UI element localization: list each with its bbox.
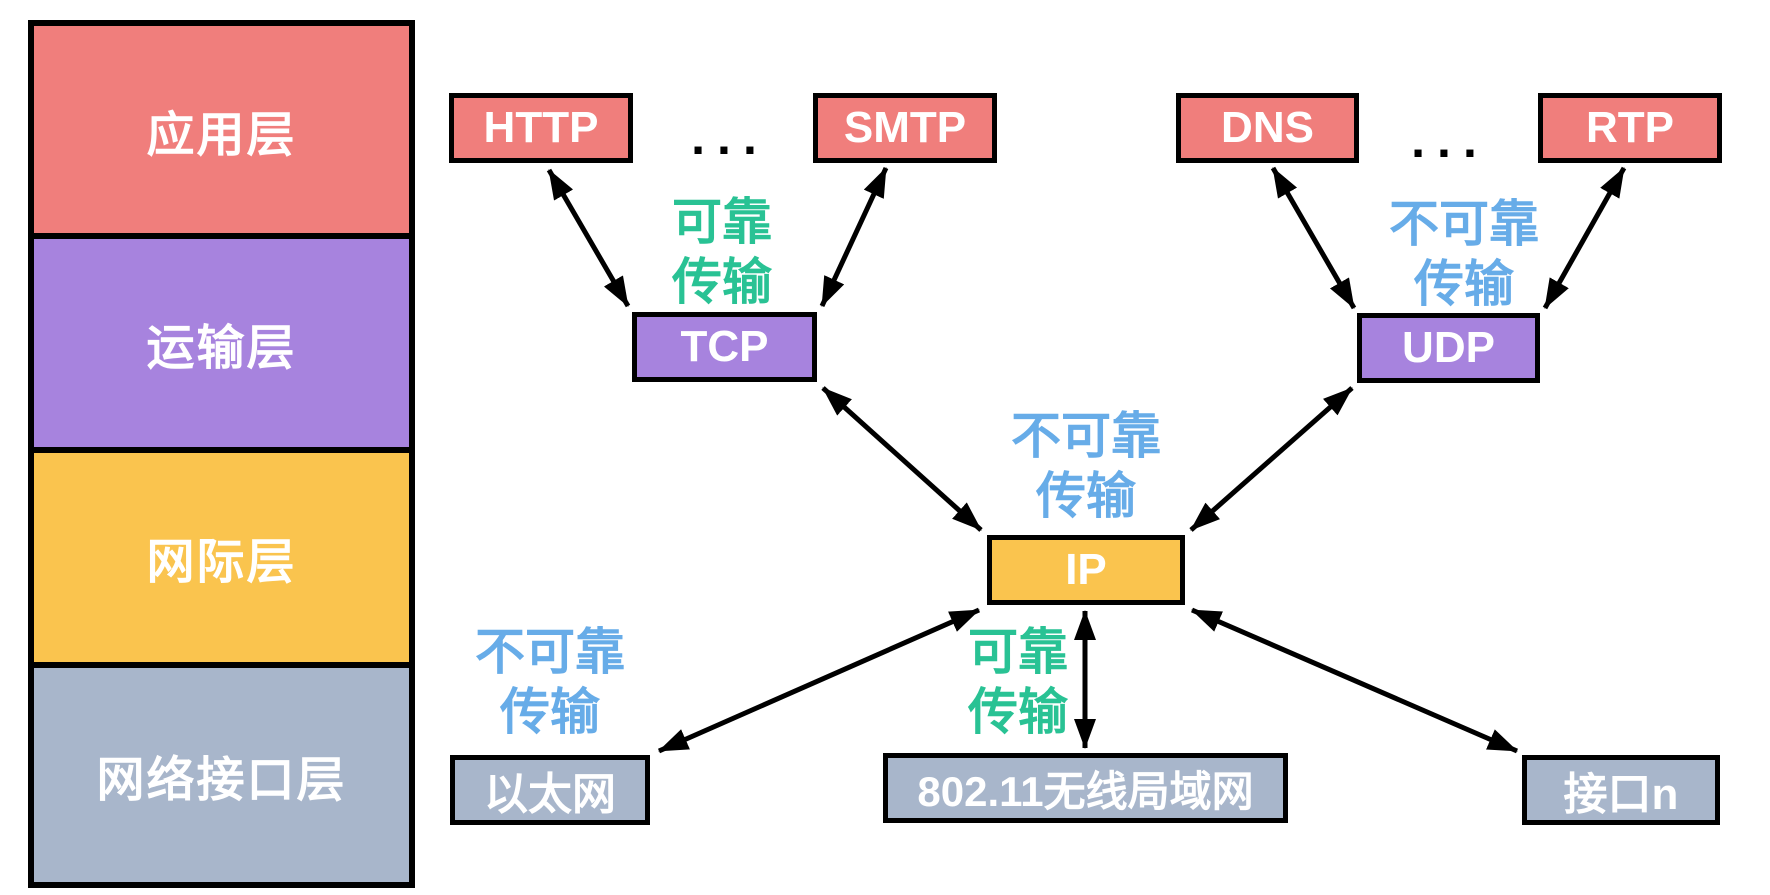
udp-box-label: UDP	[1402, 323, 1495, 372]
layer-transport: 运输层	[34, 239, 409, 447]
arrow-dns-udp	[1270, 166, 1357, 310]
annotation-unreliable-middle: 不可靠 传输	[956, 406, 1216, 526]
rtp-box: RTP	[1538, 93, 1722, 163]
dns-box-label: DNS	[1221, 103, 1314, 152]
annotation-line: 传输	[1414, 256, 1514, 312]
arrow-tcp-ip	[821, 386, 983, 532]
arrow-ip-ethernet	[657, 607, 981, 754]
arrow-udp-ip	[1189, 386, 1354, 532]
layer-network-interface-label: 网络接口层	[96, 753, 347, 807]
annotation-line: 传输	[1036, 468, 1136, 524]
http-box-label: HTTP	[483, 103, 599, 152]
interface-n-box: 接口n	[1522, 755, 1720, 825]
wlan-box: 802.11无线局域网	[883, 753, 1288, 823]
ellipsis-right: ...	[1411, 112, 1489, 168]
annotation-line: 传输	[968, 684, 1068, 740]
smtp-box: SMTP	[813, 93, 997, 163]
annotation-reliable-bottom: 可靠 传输	[888, 622, 1148, 742]
udp-box: UDP	[1357, 313, 1540, 383]
http-box: HTTP	[449, 93, 633, 163]
annotation-line: 传输	[672, 254, 772, 310]
annotation-unreliable-bottom-left: 不可靠 传输	[420, 622, 680, 742]
annotation-unreliable-top-right: 不可靠 传输	[1334, 194, 1594, 314]
ethernet-box: 以太网	[450, 755, 650, 825]
layer-application-label: 应用层	[146, 108, 297, 162]
protocol-layer-stack: 应用层 运输层 网际层 网络接口层	[28, 20, 415, 888]
layer-network-interface: 网络接口层	[34, 667, 409, 882]
tcp-box: TCP	[632, 312, 817, 382]
annotation-line: 不可靠	[1011, 408, 1161, 464]
annotation-line: 不可靠	[475, 624, 625, 680]
rtp-box-label: RTP	[1586, 103, 1674, 152]
ip-box: IP	[987, 535, 1185, 605]
tcp-box-label: TCP	[680, 322, 769, 371]
arrow-ip-interface-n	[1191, 607, 1518, 754]
annotation-line: 可靠	[968, 624, 1068, 680]
layer-internet-label: 网际层	[146, 536, 297, 590]
ellipsis-left: ...	[691, 109, 769, 165]
annotation-line: 传输	[500, 684, 600, 740]
arrow-http-tcp	[546, 168, 631, 308]
dns-box: DNS	[1176, 93, 1359, 163]
layer-internet: 网际层	[34, 452, 409, 662]
annotation-line: 不可靠	[1389, 196, 1539, 252]
wlan-box-label: 802.11无线局域网	[917, 767, 1254, 815]
layer-application: 应用层	[34, 26, 409, 234]
layer-transport-label: 运输层	[146, 321, 297, 375]
ip-box-label: IP	[1065, 545, 1107, 594]
arrow-smtp-tcp	[819, 166, 889, 308]
arrow-rtp-udp	[1542, 166, 1627, 310]
annotation-reliable-top: 可靠 传输	[592, 192, 852, 312]
annotation-line: 可靠	[672, 194, 772, 250]
smtp-box-label: SMTP	[843, 103, 967, 152]
ethernet-box-label: 以太网	[484, 770, 616, 819]
interface-n-box-label: 接口n	[1563, 770, 1679, 819]
